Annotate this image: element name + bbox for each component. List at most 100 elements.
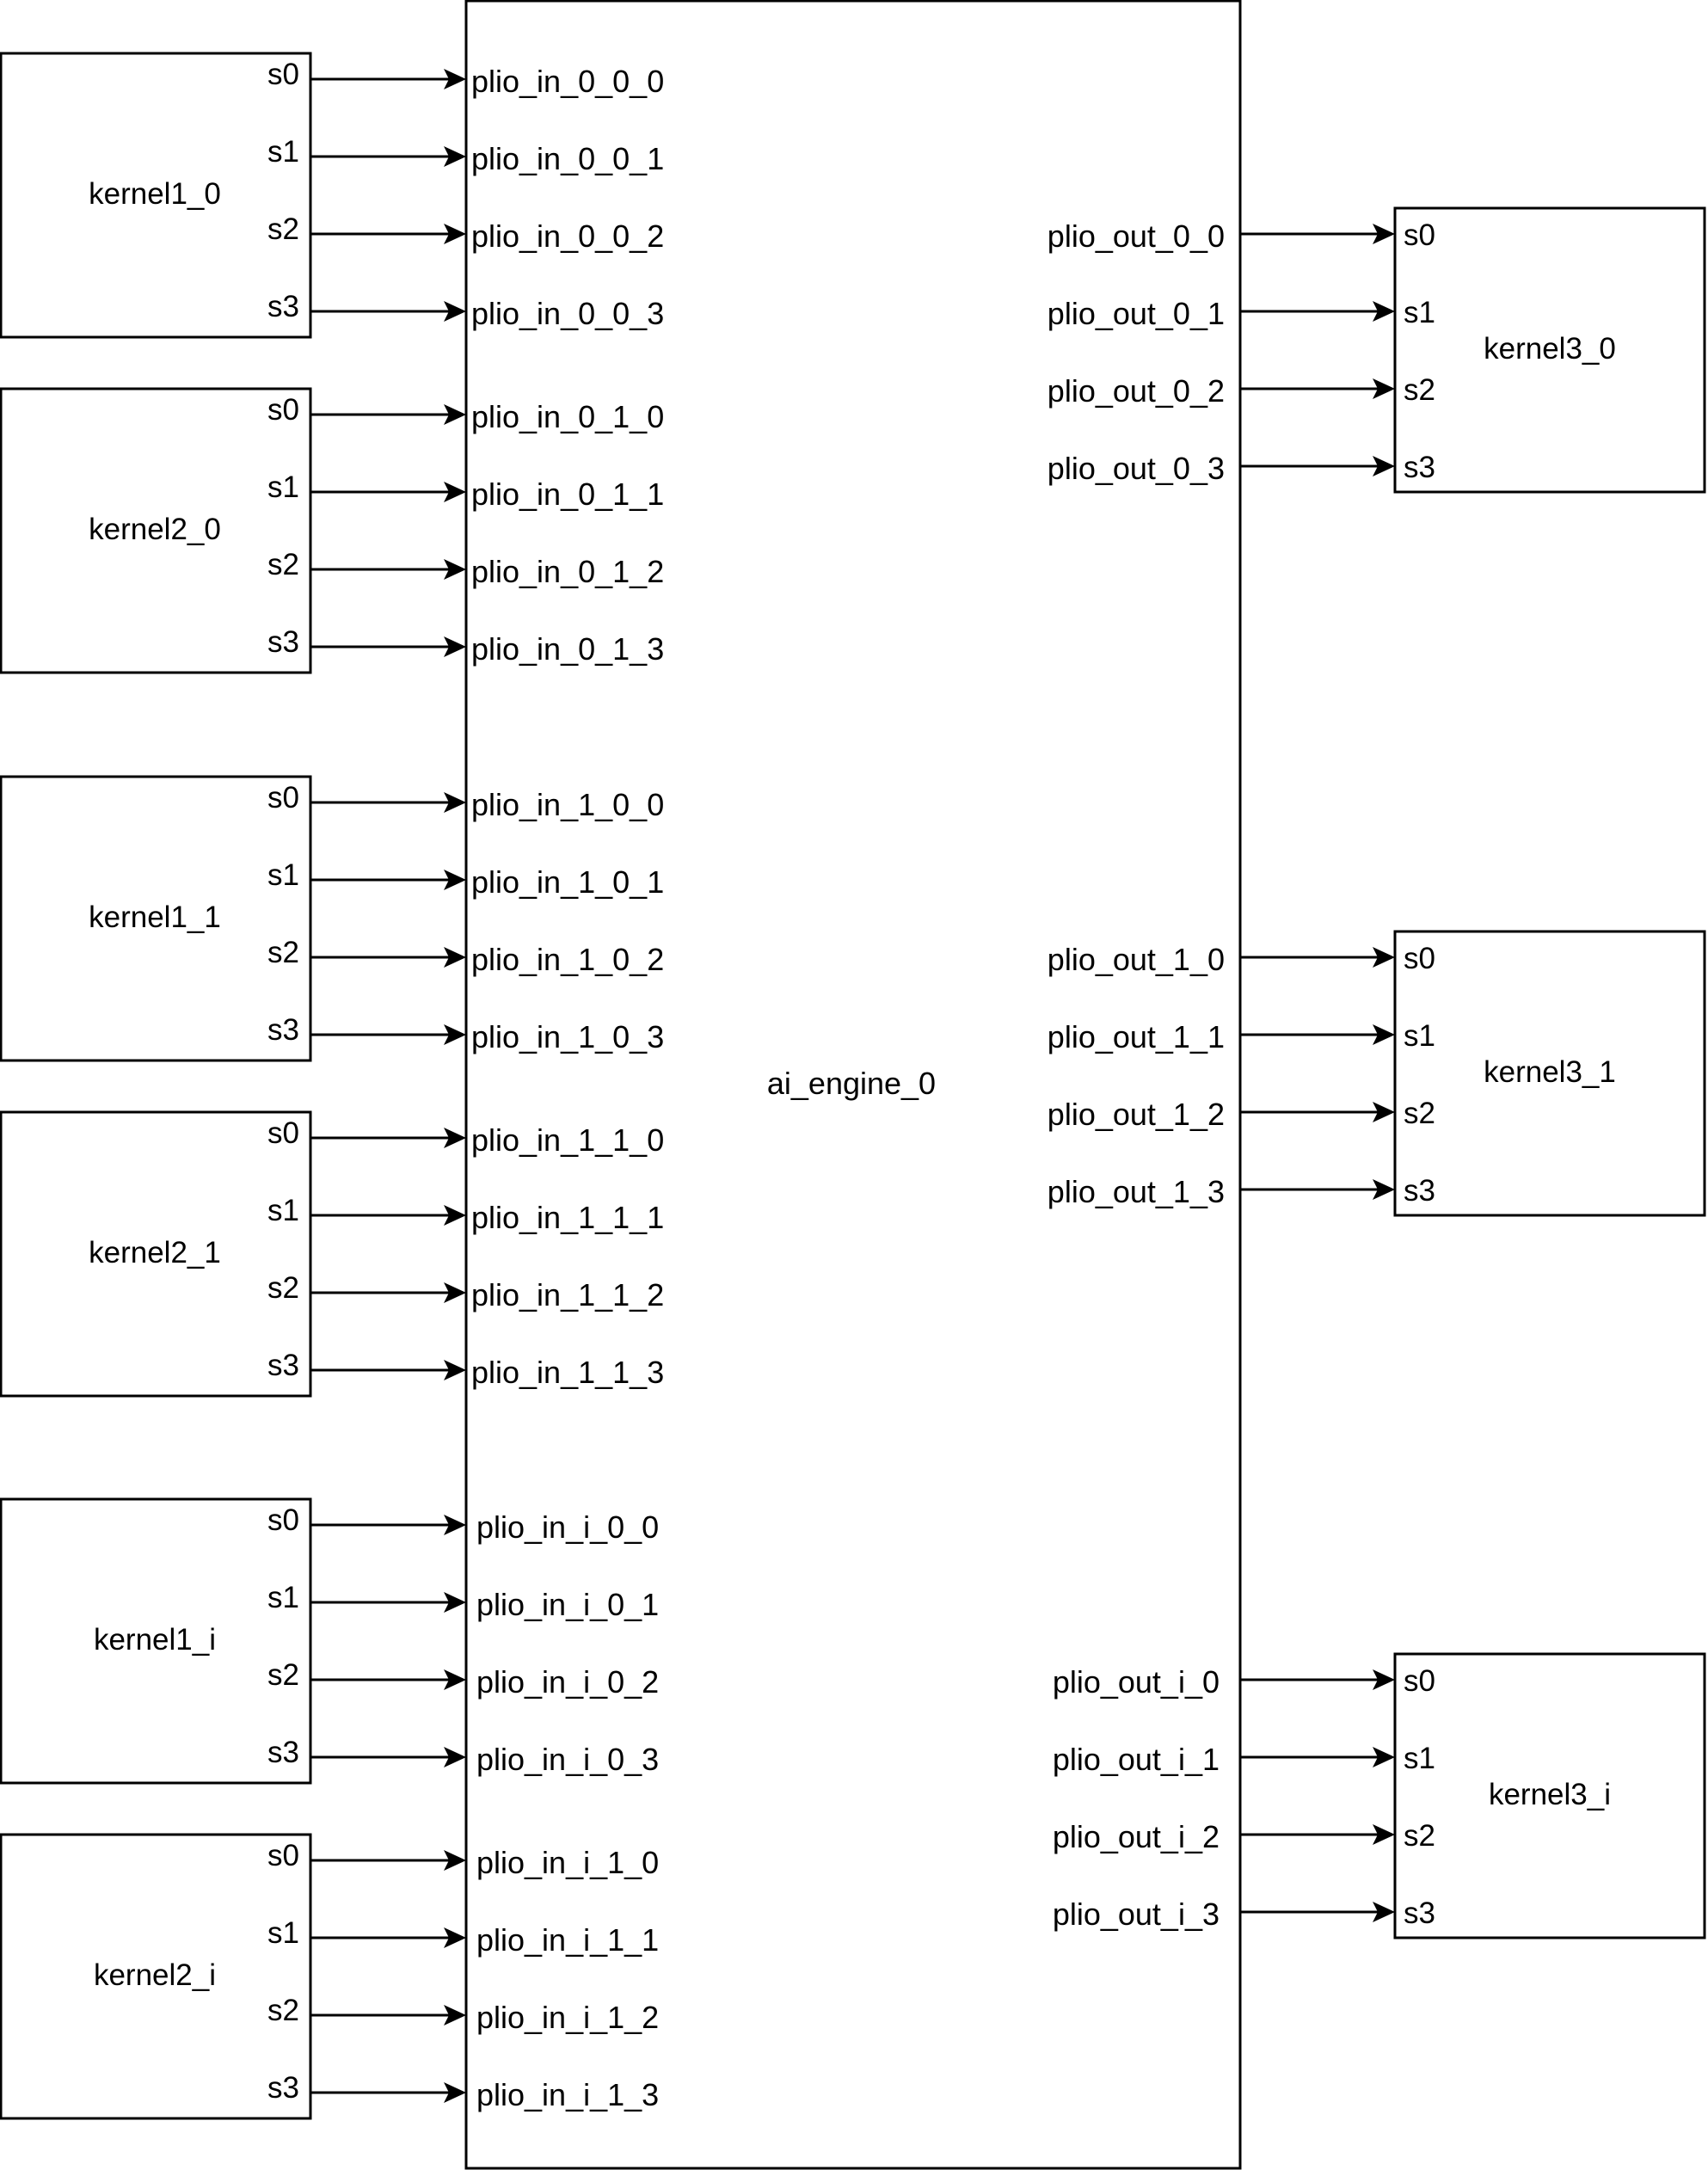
port-label: s1 [267, 1916, 299, 1950]
input-kernel2_1-s0-arrowhead [444, 1128, 466, 1148]
kernel-label: kernel1_i [94, 1623, 216, 1657]
output-kernel3_0-s0-arrowhead [1373, 224, 1395, 244]
kernel-label: kernel3_i [1489, 1778, 1611, 1811]
kernel-box-kernel2_i[interactable] [0, 1833, 312, 2120]
input-kernel1_0-s1-arrowhead [444, 146, 466, 167]
port-label: s1 [1404, 296, 1435, 329]
input-kernel2_0-s3-arrowhead [444, 636, 466, 657]
kernel-label: kernel2_0 [89, 513, 221, 546]
plio-in-label: plio_in_0_0_3 [471, 296, 664, 331]
input-kernel1_1-s0-arrowhead [444, 792, 466, 813]
plio-in-label: plio_in_1_0_0 [471, 787, 664, 822]
port-label: s3 [267, 1013, 299, 1047]
port-label: s0 [267, 1503, 299, 1537]
plio-out-label: plio_out_1_3 [1048, 1174, 1225, 1209]
output-kernel3_i-s2-arrowhead [1373, 1824, 1395, 1845]
ai-engine-label: ai_engine_0 [767, 1066, 936, 1101]
input-kernel1_0-s0-arrowhead [444, 69, 466, 89]
plio-out-label: plio_out_i_1 [1053, 1742, 1220, 1777]
kernel-box-kernel2_0[interactable] [0, 387, 312, 674]
port-label: s0 [267, 58, 299, 91]
output-kernel3_i-s3-arrowhead [1373, 1902, 1395, 1922]
kernel-box-kernel2_1[interactable] [0, 1110, 312, 1398]
port-label: s2 [1404, 1819, 1435, 1853]
port-label: s1 [267, 858, 299, 892]
input-kernel2_0-s0-arrowhead [444, 404, 466, 425]
port-label: s3 [267, 290, 299, 323]
plio-in-label: plio_in_0_0_2 [471, 218, 664, 254]
port-label: s2 [1404, 1097, 1435, 1130]
output-kernel3_1-s2-arrowhead [1373, 1102, 1395, 1122]
input-kernel1_1-s2-arrowhead [444, 947, 466, 968]
port-label: s2 [267, 1271, 299, 1305]
input-kernel1_0-s3-arrowhead [444, 301, 466, 322]
port-label: s0 [1404, 218, 1435, 252]
port-label: s0 [1404, 942, 1435, 975]
plio-in-label: plio_in_0_1_3 [471, 631, 664, 667]
output-kernel3_1-s1-arrowhead [1373, 1024, 1395, 1045]
output-kernel3_1-s3-arrowhead [1373, 1179, 1395, 1200]
port-label: s1 [1404, 1019, 1435, 1053]
kernel-label: kernel1_1 [89, 901, 221, 934]
port-label: s2 [267, 548, 299, 581]
port-label: s3 [1404, 1174, 1435, 1208]
port-label: s2 [267, 1658, 299, 1692]
output-kernel3_0-s1-arrowhead [1373, 301, 1395, 322]
output-kernel3_1-s0-arrowhead [1373, 947, 1395, 968]
kernel-box-kernel1_i[interactable] [0, 1497, 312, 1785]
kernel-box-kernel3_0[interactable] [1393, 206, 1706, 494]
kernel-label: kernel2_1 [89, 1236, 221, 1269]
output-kernel3_0-s2-arrowhead [1373, 378, 1395, 399]
plio-out-label: plio_out_0_0 [1048, 218, 1225, 254]
plio-in-label: plio_in_1_0_3 [471, 1019, 664, 1054]
plio-out-label: plio_out_1_2 [1048, 1097, 1225, 1132]
plio-in-label: plio_in_i_0_2 [476, 1664, 659, 1700]
plio-in-label: plio_in_1_0_2 [471, 942, 664, 977]
plio-in-label: plio_in_0_1_0 [471, 399, 664, 434]
port-label: s2 [1404, 373, 1435, 407]
port-label: s2 [267, 212, 299, 246]
kernel-box-kernel3_i[interactable] [1393, 1652, 1706, 1939]
input-kernel1_i-s0-arrowhead [444, 1515, 466, 1535]
kernel-box-kernel3_1[interactable] [1393, 930, 1706, 1217]
input-kernel2_0-s1-arrowhead [444, 482, 466, 502]
plio-out-label: plio_out_i_0 [1053, 1664, 1220, 1700]
plio-in-label: plio_in_i_0_0 [476, 1509, 659, 1545]
plio-in-label: plio_in_i_0_3 [476, 1742, 659, 1777]
input-kernel1_1-s1-arrowhead [444, 870, 466, 890]
port-label: s3 [1404, 451, 1435, 484]
port-label: s3 [267, 625, 299, 659]
input-kernel2_0-s2-arrowhead [444, 559, 466, 580]
ai-engine-block[interactable] [464, 0, 1242, 2170]
plio-in-label: plio_in_1_0_1 [471, 864, 664, 900]
plio-in-label: plio_in_0_0_0 [471, 64, 664, 99]
plio-in-label: plio_in_1_1_3 [471, 1355, 664, 1390]
plio-out-label: plio_out_i_2 [1053, 1819, 1220, 1854]
kernel-box-kernel1_1[interactable] [0, 775, 312, 1062]
plio-in-label: plio_in_i_1_0 [476, 1845, 659, 1880]
kernel-label: kernel3_0 [1484, 332, 1616, 366]
input-kernel1_i-s1-arrowhead [444, 1592, 466, 1613]
port-label: s2 [267, 1994, 299, 2027]
port-label: s0 [267, 1116, 299, 1150]
kernel-box-kernel1_0[interactable] [0, 52, 312, 339]
input-kernel2_1-s3-arrowhead [444, 1360, 466, 1380]
input-kernel2_i-s1-arrowhead [444, 1927, 466, 1948]
port-label: s0 [1404, 1664, 1435, 1698]
output-kernel3_0-s3-arrowhead [1373, 456, 1395, 476]
port-label: s3 [1404, 1896, 1435, 1930]
port-label: s1 [267, 1194, 299, 1227]
output-kernel3_i-s0-arrowhead [1373, 1669, 1395, 1690]
port-label: s1 [1404, 1742, 1435, 1775]
input-kernel2_1-s2-arrowhead [444, 1282, 466, 1303]
plio-out-label: plio_out_i_3 [1053, 1896, 1220, 1932]
input-kernel1_i-s3-arrowhead [444, 1747, 466, 1767]
plio-in-label: plio_in_i_1_2 [476, 2000, 659, 2035]
kernel-label: kernel1_0 [89, 177, 221, 211]
plio-in-label: plio_in_i_1_3 [476, 2077, 659, 2112]
port-label: s0 [267, 393, 299, 427]
port-label: s3 [267, 1349, 299, 1382]
port-label: s3 [267, 1736, 299, 1769]
plio-in-label: plio_in_0_0_1 [471, 141, 664, 176]
